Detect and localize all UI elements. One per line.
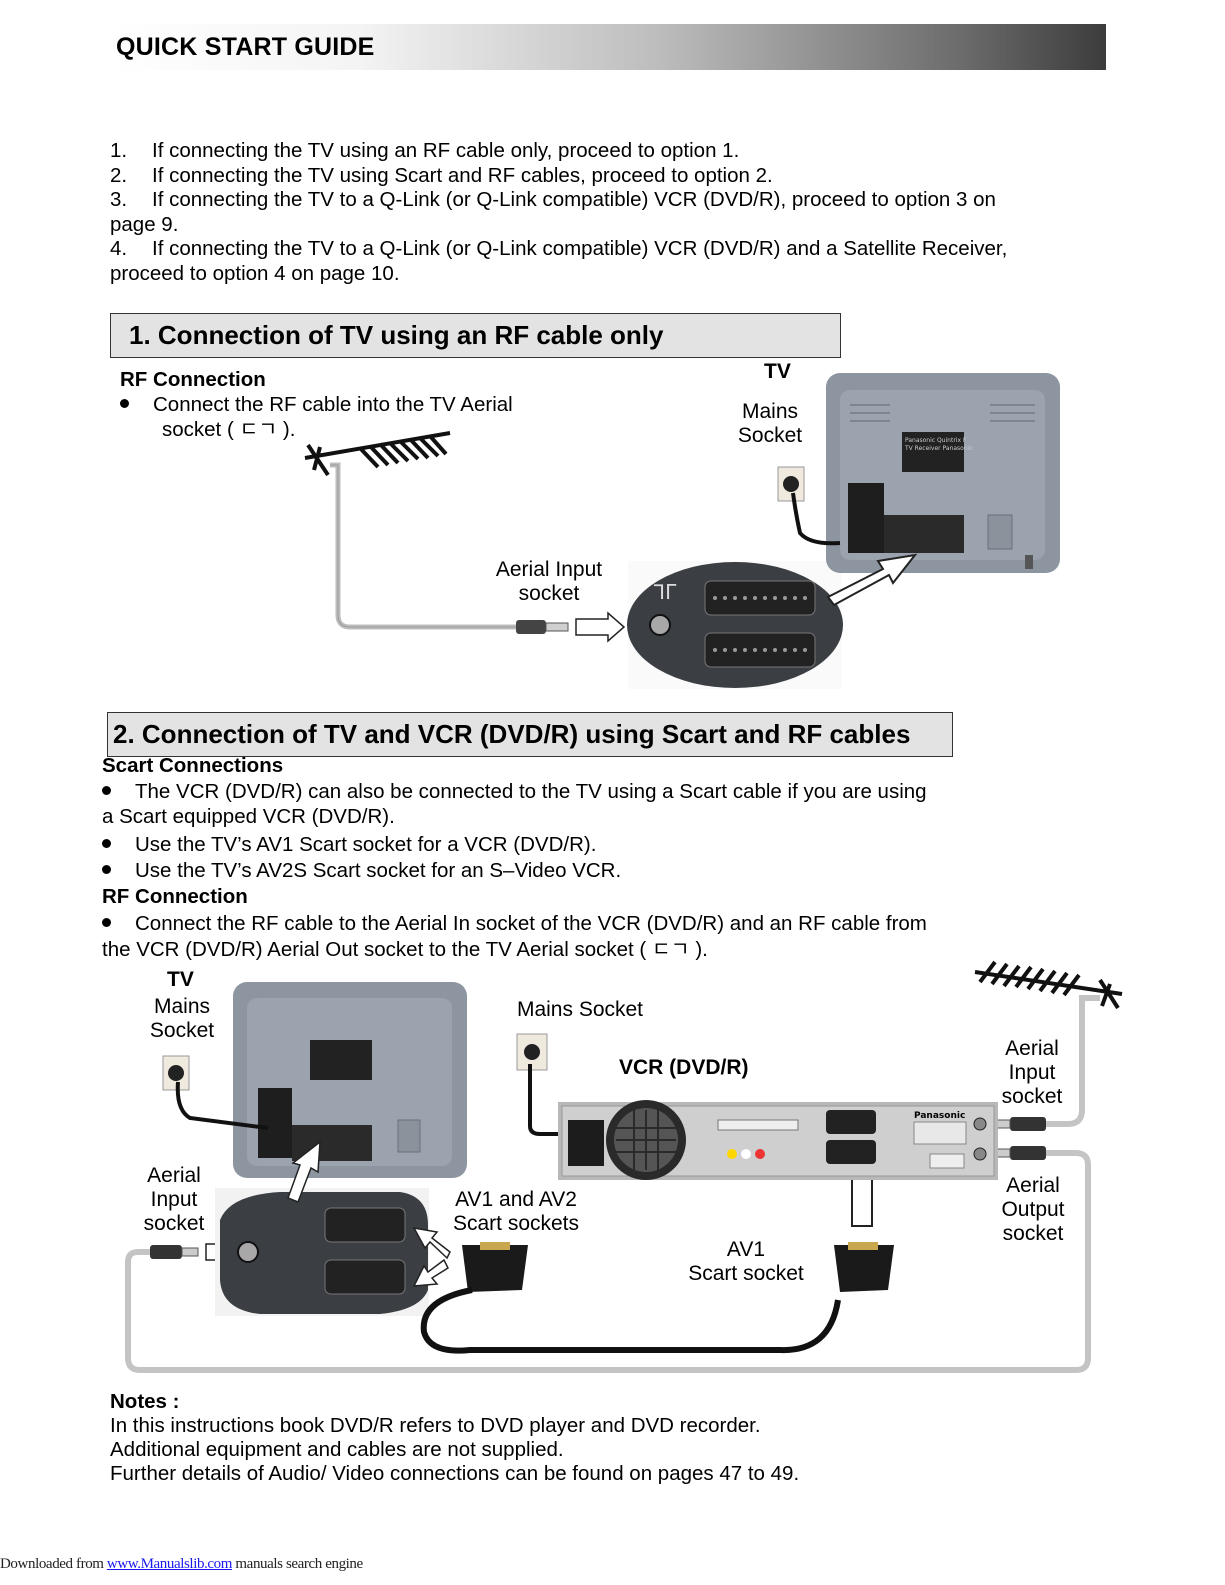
- arrow-icon: [287, 1140, 321, 1203]
- section-2-diagram: Panasonic: [125, 960, 1123, 1373]
- tv-label: TV: [764, 360, 791, 383]
- mains-plug-icon: [516, 1033, 580, 1136]
- bullet-icon: [102, 865, 111, 874]
- rf-plug-icon: [993, 1146, 1046, 1160]
- scart-plug-icon: [462, 1242, 528, 1292]
- mains-plug-icon: [162, 1055, 269, 1130]
- section-2-heading: 2. Connection of TV and VCR (DVD/R) usin…: [107, 712, 953, 757]
- svg-text:⅂Γ: ⅂Γ: [654, 580, 677, 604]
- rf-plug-icon: [993, 1117, 1046, 1131]
- vcr-rear-photo: Panasonic: [558, 1100, 998, 1180]
- vcr-label: VCR (DVD/R): [619, 1056, 749, 1079]
- tv-rear-photo: [233, 982, 467, 1178]
- scart-bullet: Use the TV’s AV1 Scart socket for a VCR …: [102, 832, 596, 857]
- notes-list: In this instructions book DVD/R refers t…: [110, 1414, 799, 1486]
- section-1-diagram: ⅂Γ Panasonic Quintrix F TV Receiver Pana…: [304, 373, 1060, 689]
- svg-text:Panasonic Quintrix F: Panasonic Quintrix F: [905, 437, 967, 444]
- page-title: QUICK START GUIDE: [116, 33, 375, 61]
- intro-list: 1.If connecting the TV using an RF cable…: [110, 139, 1110, 286]
- aerial-socket-closeup: ⅂Γ: [627, 561, 843, 689]
- bullet-icon: [102, 839, 111, 848]
- mains-plug-icon: [777, 466, 841, 546]
- note-item: In this instructions book DVD/R refers t…: [110, 1414, 761, 1437]
- scart-bullet: Use the TV’s AV2S Scart socket for an S–…: [102, 858, 621, 883]
- rf-bullet: Connect the RF cable to the Aerial In so…: [102, 911, 927, 936]
- rf-cable: [125, 1150, 1091, 1373]
- arrow-icon: [826, 553, 918, 607]
- footer: Downloaded from www.Manualslib.com manua…: [0, 1556, 363, 1572]
- rf-bullet: Connect the RF cable into the TV Aerial: [120, 392, 513, 417]
- rf-bullet-continuation: socket ( ㄷㄱ ).: [162, 418, 296, 441]
- arrow-icon: [412, 1226, 451, 1260]
- antenna-icon: [304, 431, 451, 477]
- rf-plug-icon: [150, 1245, 199, 1259]
- bullet-icon: [102, 918, 111, 927]
- header-bar: [109, 24, 1106, 70]
- note-item: Further details of Audio/ Video connecti…: [110, 1462, 800, 1485]
- list-item-continuation: page 9.: [110, 212, 179, 236]
- tv-scart-closeup: [215, 1188, 429, 1316]
- svg-text:TV Receiver Panasonic: TV Receiver Panasonic: [904, 445, 973, 452]
- bullet-icon: [120, 399, 129, 408]
- rf-plug-icon: [516, 620, 569, 634]
- rf-connection-heading: RF Connection: [102, 885, 248, 908]
- rf-cable: [1040, 995, 1100, 1127]
- arrow-icon: [575, 611, 626, 643]
- scart-bullet: The VCR (DVD/R) can also be connected to…: [102, 779, 927, 804]
- vcr-mains-socket-label: Mains Socket: [516, 998, 644, 1021]
- list-item: 3.If connecting the TV to a Q-Link (or Q…: [110, 188, 996, 211]
- list-item-continuation: proceed to option 4 on page 10.: [110, 261, 400, 285]
- tv-rear-photo: Panasonic Quintrix F TV Receiver Panason…: [826, 373, 1060, 573]
- note-item: Additional equipment and cables are not …: [110, 1438, 564, 1461]
- scart-bullet-continuation: a Scart equipped VCR (DVD/R).: [102, 805, 395, 828]
- list-item: 1.If connecting the TV using an RF cable…: [110, 139, 740, 162]
- list-item: 2.If connecting the TV using Scart and R…: [110, 163, 773, 187]
- antenna-icon: [974, 960, 1123, 1010]
- scart-heading: Scart Connections: [102, 754, 284, 777]
- svg-text:Panasonic: Panasonic: [914, 1111, 965, 1121]
- rf-bullet-continuation: the VCR (DVD/R) Aerial Out socket to the…: [102, 938, 708, 961]
- section-1-heading: 1. Connection of TV using an RF cable on…: [110, 313, 841, 358]
- arrow-icon: [412, 1258, 449, 1287]
- tv-label: TV: [167, 968, 194, 991]
- scart-cable: [420, 1287, 841, 1354]
- bullet-icon: [102, 786, 111, 795]
- rf-connection-heading: RF Connection: [120, 368, 266, 391]
- notes-heading: Notes :: [110, 1390, 180, 1413]
- scart-plug-icon: [834, 1242, 894, 1292]
- manualslib-link[interactable]: www.Manualslib.com: [106, 1556, 233, 1572]
- list-item: 4.If connecting the TV to a Q-Link (or Q…: [110, 237, 1008, 260]
